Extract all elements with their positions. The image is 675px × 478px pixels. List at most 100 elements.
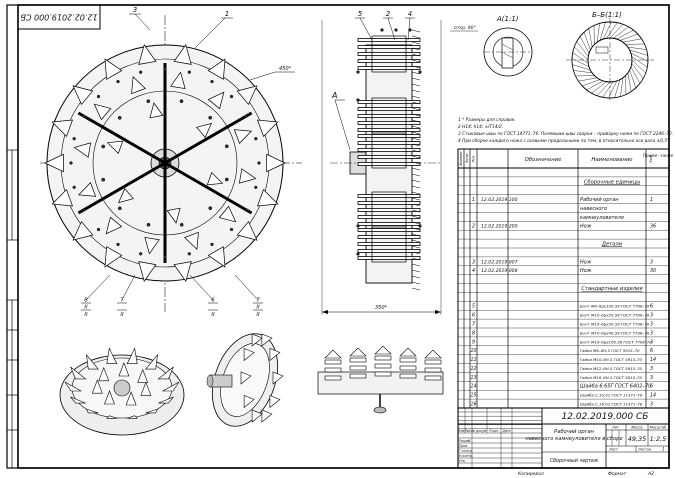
section-flag-number: 6 [211, 298, 215, 304]
mass-value: 49,35 [628, 435, 647, 443]
side-dim-label: 350* [375, 305, 388, 311]
title-doc-type: Сборочный чертеж [550, 458, 599, 464]
bom-position: 10 [470, 348, 476, 354]
scale-label: Масштаб [650, 426, 667, 430]
title-line-2: навесного камнеуловителя в сборе [525, 436, 622, 442]
bom-header-cell: Поз. [472, 155, 476, 163]
sheet-label: Лист [608, 448, 619, 452]
title-row-label: Т.контр. [459, 449, 473, 453]
stage-label: Лит. [611, 426, 620, 430]
bom-name: камнеуловителя [580, 215, 624, 221]
sheets-label: Листов [637, 448, 651, 452]
section-flag-sub: II [120, 312, 124, 318]
bom-name: навесного [580, 206, 607, 212]
bom-position: 2 [472, 224, 475, 230]
bom-position: 15 [470, 393, 476, 399]
sheets-value: 1 [662, 447, 665, 452]
leader-label-front: 450* [279, 66, 292, 72]
isometric-view-middle [206, 333, 284, 427]
title-block: Изм. Лист № докум.Подп.ДатаРазраб.Пров.Т.к… [457, 407, 670, 469]
section-flag-sub: II [211, 312, 215, 318]
bom-name: Болт М10–6gх100.58 ГОСТ 7798–70 [580, 339, 652, 344]
section-flag-number-secondary: II [84, 305, 88, 311]
title-col-label: Подп. [489, 429, 499, 433]
bom-position: 13 [470, 375, 476, 381]
bom-name: Нож [580, 259, 592, 265]
bom-quantity: 3 [650, 339, 653, 345]
pos-label-front-3: 3 [133, 6, 137, 14]
pos-label-front-1: 1 [225, 10, 229, 18]
bom-quantity: 3 [650, 259, 653, 265]
bom-quantity: 3 [650, 366, 653, 372]
bom-position: 7 [472, 322, 475, 328]
bom-name: Болт М10–6gх40.58 ГОСТ 7798–70 [580, 330, 650, 335]
bom-designation: 12.02.2019.100 [481, 197, 518, 203]
technical-notes: 1 * Размеры для справок. 2 Н14; h14; ±IT… [458, 117, 673, 144]
bom-name: Нож [580, 268, 592, 274]
rotated-code-box: 12.02.2019.000 СБ [17, 4, 101, 30]
bom-quantity: 14 [650, 357, 656, 363]
detail-view-a: A(1:1) откр. 90° [450, 15, 533, 77]
bom-name: Нож [580, 224, 592, 230]
detail-a-note: откр. 90° [454, 25, 476, 31]
section-flag-number-secondary: II [256, 305, 260, 311]
bom-header-cell: Обозначение [525, 157, 562, 163]
section-flag-sub: II [256, 312, 260, 318]
pos-label-side-5: 5 [358, 10, 363, 18]
section-flag-number: 7 [120, 298, 124, 304]
section-flag-sub: II [84, 312, 88, 318]
pos-label-side-4: 4 [408, 10, 412, 18]
bom-header-cell: Наименование [591, 157, 633, 163]
bom-section-title: Детали [601, 242, 623, 248]
bom-position: 5 [472, 304, 475, 310]
bom-quantity: 1 [650, 197, 653, 203]
title-row-label: Разраб. [459, 439, 472, 443]
title-drawing-code: 12.02.2019.000 СБ [562, 412, 649, 422]
bom-quantity: 3 [650, 330, 653, 336]
format-label: Формат [608, 471, 627, 477]
bom-quantity: 3 [650, 313, 653, 319]
bom-name: Шайба 6 65Г ГОСТ 6402–70 [580, 384, 651, 390]
section-letter-a: A [331, 91, 337, 100]
isometric-view-right [317, 345, 444, 414]
bom-position: 3 [472, 259, 475, 265]
bom-name: Гайка М12–6Н.5 ГОСТ 5915–70 [580, 366, 643, 371]
bom-quantity: 36 [650, 224, 656, 230]
title-col-label: Изм. [458, 429, 466, 433]
bom-designation: 12.02.2019.008 [481, 268, 518, 274]
bom-position: 4 [472, 268, 475, 274]
bom-name: Рабочий орган [580, 197, 619, 203]
bom-quantity: 3 [650, 375, 653, 381]
bom-quantity: 14 [650, 393, 656, 399]
title-col-label: Дата [501, 429, 510, 433]
title-row-label: Утв. [459, 459, 466, 463]
bom-section-title: Сборочные единицы [584, 179, 640, 185]
bom-position: 11 [470, 357, 476, 363]
bom-name: Шайба С.16.01 ГОСТ 11371–78 [580, 402, 643, 407]
bom-designation: 12.02.2019.007 [481, 259, 518, 265]
title-line-1: Рабочий орган [554, 429, 595, 435]
rotated-drawing-code: 12.02.2019.000 СБ [20, 13, 98, 22]
bom-name: Болт М10–6gх20.58 ГОСТ 7798–70 [580, 313, 650, 318]
bom-quantity: 30 [650, 268, 656, 274]
bom-position: 12 [470, 366, 476, 372]
note-line: 3 Стыковые швы по ГОСТ 14771–76. Полевым… [458, 131, 673, 137]
bom-name: Гайка М16–6Н.5 ГОСТ 5915–70 [580, 375, 643, 380]
note-line: 2 Н14; h14; ±IT14/2. [458, 124, 503, 130]
left-margin-stamps [6, 149, 19, 469]
bom-header-cell: Приме- чание [643, 153, 674, 158]
bom-quantity: 3 [650, 402, 653, 408]
bom-name: Гайка М10–6Н.5 ГОСТ 5915–70 [580, 357, 643, 362]
title-col-label: № докум. [471, 429, 488, 433]
format-value: А2 [647, 471, 654, 477]
title-row-label: Пров. [459, 444, 468, 448]
detail-b-label: Б–Б(1:1) [592, 11, 622, 19]
bom-quantity: 6 [650, 348, 653, 354]
bom-position: 8 [472, 330, 475, 336]
bom-position: 1 [472, 197, 475, 203]
bom-name: Болт М6–6gх100.58 ГОСТ 7798–70 [580, 304, 650, 309]
bom-designation: 12.02.2019.200 [481, 224, 518, 230]
